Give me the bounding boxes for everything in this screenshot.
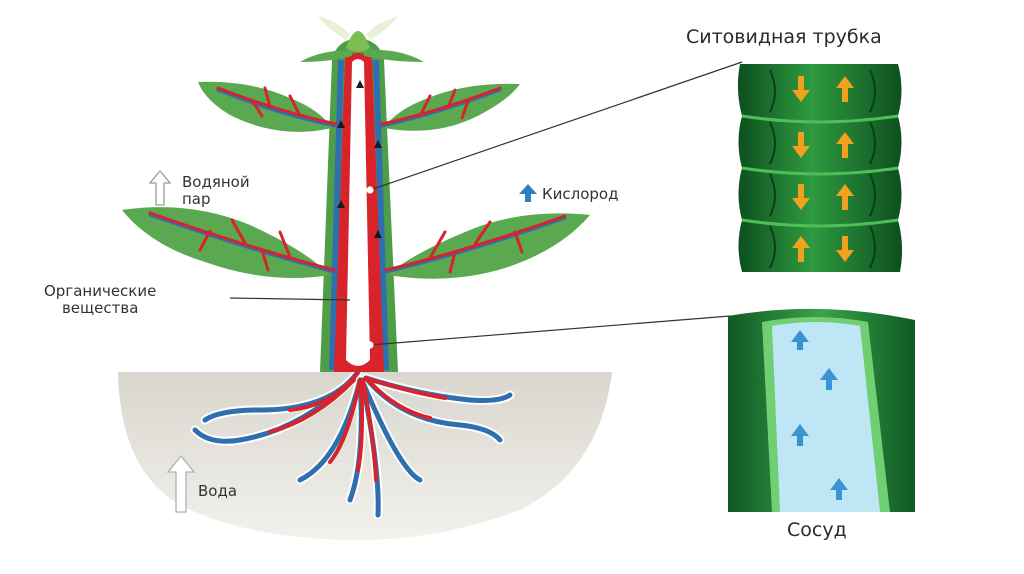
water-label: Вода <box>198 483 237 500</box>
flower-petal-right <box>366 16 398 40</box>
sieve-tube-label: Ситовидная трубка <box>686 26 882 48</box>
oxygen-label: Кислород <box>542 186 618 203</box>
blue-up-arrow-icon <box>519 184 537 202</box>
sieve-tube-illustration <box>738 64 902 272</box>
outline-up-arrow-icon <box>150 171 170 205</box>
vessel-illustration <box>728 309 915 512</box>
vessel-label: Сосуд <box>787 519 847 541</box>
leaf-lower-left <box>122 207 330 278</box>
organic-substances-label: Органические вещества <box>44 283 156 317</box>
water-vapor-label: Водяной пар <box>182 174 250 208</box>
flower-petal-left <box>318 16 350 40</box>
